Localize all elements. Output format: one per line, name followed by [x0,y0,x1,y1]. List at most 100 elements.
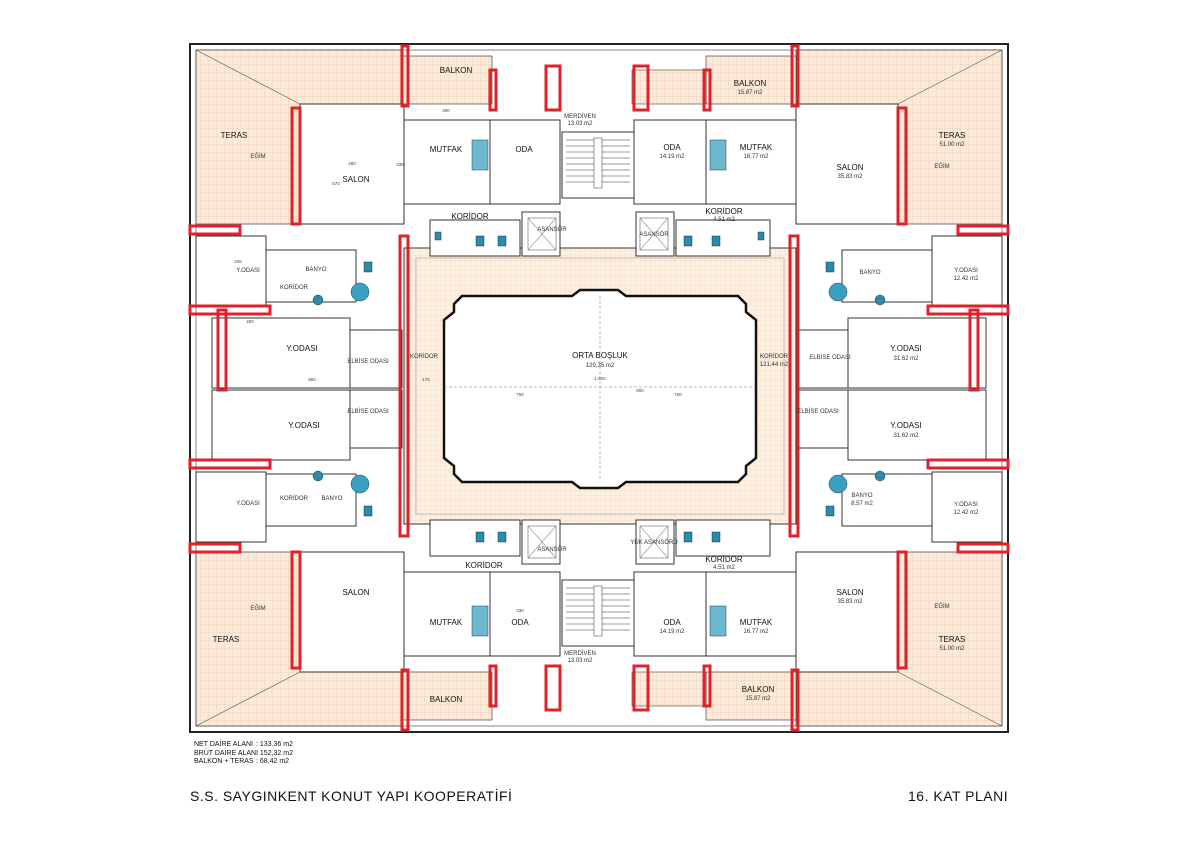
label-merdiven-bottom: MERDİVEN [564,650,596,657]
area-koridor-ring: 121,44 m2 [760,362,789,368]
area-oda-br: 14.19 m2 [659,629,685,635]
label-teras-bl: TERAS [213,635,240,644]
label-asansor-tr: ASANSÖR [639,231,669,238]
bathroom-fixtures [312,139,886,637]
label-mutfak-bl: MUTFAK [430,618,463,627]
label-koridor-left: KORİDOR [410,353,439,360]
dim-10: 860 [308,377,316,382]
label-elbise-r2: ELBİSE ODASI [797,408,839,415]
label-asansor-tl: ASANSÖR [537,226,567,233]
area-banyo-rb: 8.57 m2 [851,501,873,507]
label-yodasi-l2: Y.ODASI [288,421,319,430]
dim-13: 750 [674,392,682,397]
dim-9: 260 [246,319,254,324]
dimension-labels: 480 570 390 430 330 750 1.500 900 260 86… [234,108,682,613]
label-mutfak-tr: MUTFAK [740,143,773,152]
label-oda-br: ODA [663,618,681,627]
area-oda-tr: 14.19 m2 [659,154,685,160]
room-labels: BALKON TERAS SALON MUTFAK ODA MERDİVEN 1… [213,66,980,704]
label-koridor-right: KORİDOR [760,353,789,360]
label-teras-br: TERAS [939,635,966,644]
dim-12: 175 [422,377,430,382]
dim-3: 390 [442,108,450,113]
area-salon-br: 35.83 m2 [837,599,863,605]
label-merdiven-top: MERDİVEN [564,113,596,120]
area-mutfak-tr: 16.77 m2 [743,154,769,160]
area-balkon-br: 15.87 m2 [745,696,771,702]
summary-row: NET DAİRE ALANI: 133.36 m2 [194,741,293,748]
room-grid [195,103,1003,673]
label-egim-bl: EĞİM [250,605,265,612]
label-balkon-br: BALKON [742,685,775,694]
project-title: S.S. SAYGINKENT KONUT YAPI KOOPERATİFİ [190,788,513,804]
summary-row: BRÜT DAİRE ALANI: 152,32 m2 [194,749,293,757]
label-banyo-rb: BANYO [851,493,872,499]
label-asansor-bl: ASANSÖR [537,546,567,553]
label-egim-tl: EĞİM [250,153,265,160]
area-mutfak-br: 16.77 m2 [743,629,769,635]
label-salon-bl: SALON [342,588,369,597]
label-salon-tr: SALON [836,163,863,172]
summary-row: BALKON + TERAS: 68,42 m2 [194,758,290,765]
label-teras-tl: TERAS [221,131,248,140]
dim-6: 750 [516,392,524,397]
label-egim-br: EĞİM [934,603,949,610]
label-yodasi-l1: Y.ODASI [286,344,317,353]
label-oda-bl: ODA [511,618,529,627]
area-orta-bosluk: 129,35 m2 [586,363,615,369]
area-teras-tr: 51.00 m2 [939,142,965,148]
red-walls [188,44,1010,732]
label-yodasi-rb: Y.ODASI [954,502,978,508]
stair-treads [566,137,630,637]
area-balkon-tr: 15.87 m2 [737,90,763,96]
label-yodasi-lb: Y.ODASI [236,501,260,507]
sheet-title: 16. KAT PLANI [908,788,1009,804]
dim-7: 1.500 [594,376,606,381]
dim-4: 430 [396,162,404,167]
area-yodasi-rt: 12.42 m2 [953,276,979,282]
area-yodasi-r2: 31.62 m2 [893,433,919,439]
label-balkon-tr: BALKON [734,79,767,88]
label-mutfak-tl: MUTFAK [430,145,463,154]
label-koridor-br: KORİDOR [705,555,743,564]
area-yodasi-rb: 12.42 m2 [953,510,979,516]
area-merdiven-bottom: 13.03 m2 [567,658,593,664]
area-koridor-br: 4.51 m2 [713,565,735,571]
label-elbise-l1: ELBİSE ODASI [347,358,389,365]
dim-1: 480 [348,161,356,166]
area-yodasi-r1: 31.62 m2 [893,356,919,362]
label-yodasi-lt: Y.ODASI [236,268,260,274]
label-koridor-tl: KORİDOR [451,212,489,221]
label-koridor-bl: KORİDOR [465,561,503,570]
area-summary: NET DAİRE ALANI: 133.36 m2 BRÜT DAİRE AL… [194,741,293,767]
label-yodasi-r2: Y.ODASI [890,421,921,430]
label-banyo-lt: BANYO [305,267,326,273]
area-salon-tr: 35.83 m2 [837,174,863,180]
dim-8: 900 [636,388,644,393]
label-salon-tl: SALON [342,175,369,184]
label-mutfak-br: MUTFAK [740,618,773,627]
label-oda-tl: ODA [515,145,533,154]
label-koridor-lt: KORİDOR [280,284,309,291]
area-teras-br: 51.00 m2 [939,646,965,652]
label-elbise-r1: ELBİSE ODASI [809,354,851,361]
label-yuk-asansoru: YÜK ASANSÖRÜ [630,539,677,546]
elevator-shafts [527,217,669,559]
label-oda-tr: ODA [663,143,681,152]
label-koridor-tr: KORİDOR [705,207,743,216]
label-banyo-lb: BANYO [321,496,342,502]
label-elbise-l2: ELBİSE ODASI [347,408,389,415]
label-balkon-tl: BALKON [440,66,473,75]
label-koridor-lb: KORİDOR [280,495,309,502]
label-balkon-bl: BALKON [430,695,463,704]
area-merdiven-top: 13.03 m2 [567,121,593,127]
central-void [442,288,758,490]
dim-5: 330 [516,608,524,613]
dim-2: 570 [332,181,340,186]
label-teras-tr: TERAS [939,131,966,140]
dim-11: 345 [234,259,242,264]
area-koridor-tr: 4.51 m2 [713,217,735,223]
label-salon-br: SALON [836,588,863,597]
label-orta-bosluk: ORTA BOŞLUK [572,351,628,360]
